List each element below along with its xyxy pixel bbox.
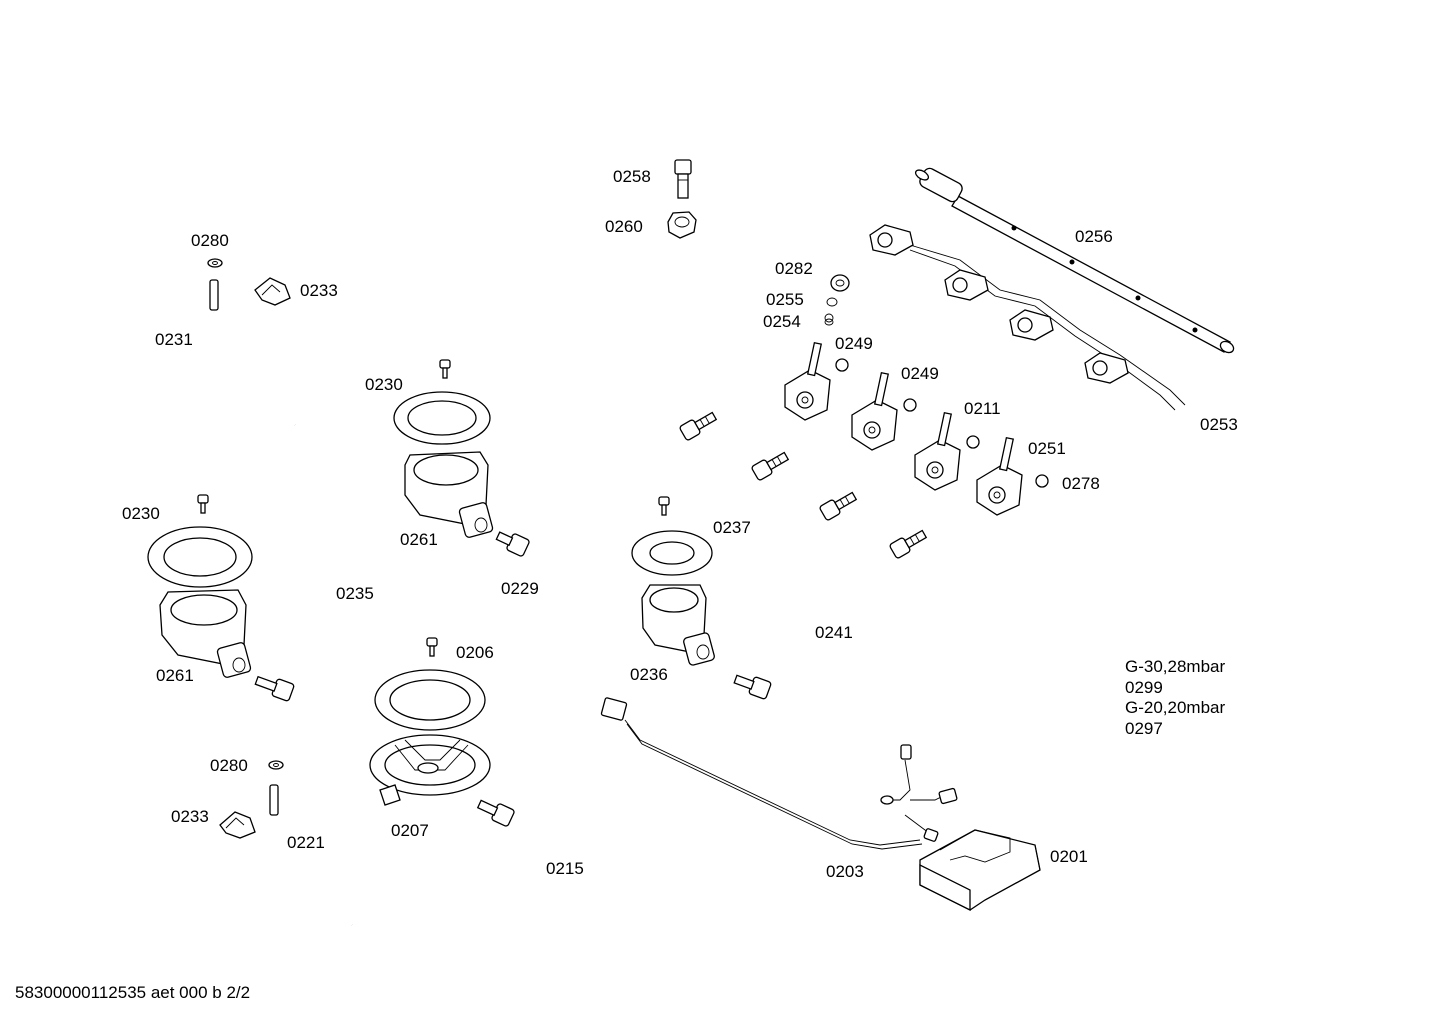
part-labels: 0258 0260 0256 0282 0255 0254 0249 0249 … [122,167,1238,881]
label-0278: 0278 [1062,474,1100,493]
screw-0206 [426,637,438,657]
label-0261-left: 0261 [156,666,194,685]
label-0203: 0203 [826,862,864,881]
part-0253-ignition-wiring [869,224,1186,411]
part-0258-nozzle-bolt [674,159,692,199]
burner-lower-0207 [369,637,491,806]
part-0203-ignition-harness [600,697,958,850]
part-0231-thermocouple [209,279,297,427]
gas-note-line-3: G-20,20mbar [1125,698,1225,717]
label-0237: 0237 [713,518,751,537]
gas-note-line-2: 0299 [1125,678,1163,697]
part-0260-nut [667,211,697,239]
label-0233-top: 0233 [300,281,338,300]
label-0251: 0251 [1028,439,1066,458]
gas-type-notes: G-30,28mbar 0299 G-20,20mbar 0297 [1125,657,1225,738]
label-0282: 0282 [775,259,813,278]
footer-drawing-code: 58300000112535 aet 000 b 2/2 [15,983,250,1002]
label-0230-left: 0230 [122,504,160,523]
label-0201: 0201 [1050,847,1088,866]
valve-0249-b [851,371,898,451]
pipe-0235 [289,428,691,702]
pipe-0215 [509,513,831,849]
label-0211: 0211 [964,399,1001,418]
label-0221: 0221 [287,833,325,852]
label-0260: 0260 [605,217,643,236]
part-0282-ring [830,274,850,292]
label-0235: 0235 [336,584,374,603]
label-0254: 0254 [763,312,801,331]
part-0280-washer-top [207,258,223,268]
label-0206: 0206 [456,643,494,662]
valve-0249-a [784,341,831,421]
burner-center-0236 [631,496,715,666]
screw-0230-upper [439,359,451,379]
label-0261-upper: 0261 [400,530,438,549]
gas-valves [784,341,1049,516]
label-0253: 0253 [1200,415,1238,434]
label-0233-bottom: 0233 [171,807,209,826]
label-0249-b: 0249 [901,364,939,383]
gasket-0206 [374,669,486,731]
pipe-0229 [519,468,761,588]
label-0258: 0258 [613,167,651,186]
part-0254-spring [824,313,834,326]
gasket-0230-left [147,526,253,588]
label-0256: 0256 [1075,227,1113,246]
part-0233-clip-top [254,277,291,306]
label-0255: 0255 [766,290,804,309]
screw-0237 [658,496,670,516]
part-0233-clip-bottom [219,811,256,839]
part-0280-washer-bottom [268,760,284,770]
label-0249-a: 0249 [835,334,873,353]
gasket-0230-upper [393,391,491,445]
burner-upper-0261 [393,359,494,538]
label-0280-top: 0280 [191,231,229,250]
label-0231: 0231 [155,330,193,349]
label-0229: 0229 [501,579,539,598]
valve-0251 [976,436,1023,516]
part-0256-gas-rail [914,167,1235,354]
label-0230-upper: 0230 [365,375,403,394]
part-0201-ignition-module [919,829,1041,912]
part-0221-thermocouple [269,784,353,927]
gas-note-line-1: G-30,28mbar [1125,657,1225,676]
gas-pipes [289,428,901,849]
label-0207: 0207 [391,821,429,840]
label-0236: 0236 [630,665,668,684]
gasket-0237 [631,530,713,576]
part-0255-spring-clip [826,297,838,307]
pipe-0241 [764,546,901,711]
valve-0211 [914,411,961,491]
burner-left-0261 [147,494,253,678]
label-0241: 0241 [815,623,853,642]
screw-0230-left [197,494,209,514]
label-0215: 0215 [546,859,584,878]
label-0280-bottom: 0280 [210,756,248,775]
pipe-fittings [254,411,928,827]
gas-note-line-4: 0297 [1125,719,1163,738]
